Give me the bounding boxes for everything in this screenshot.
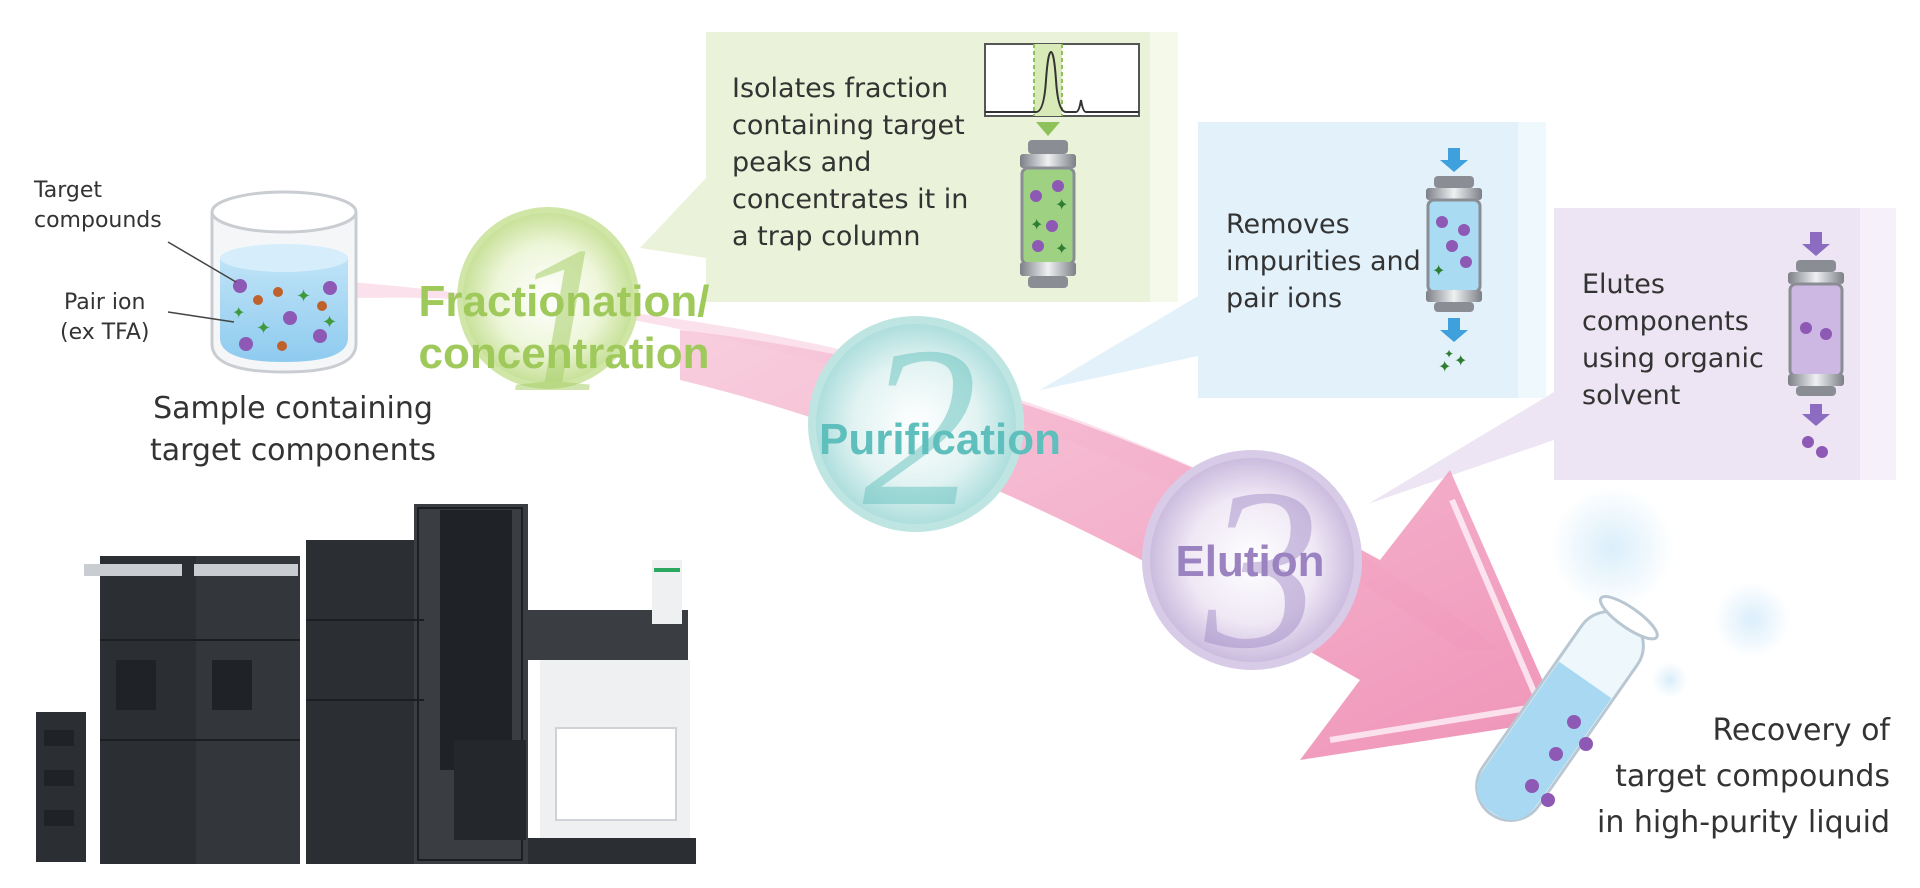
trap-column-green-icon: ✦ ✦ ✦ [1020, 140, 1076, 288]
svg-text:✦: ✦ [1055, 195, 1068, 214]
svg-text:✦: ✦ [1444, 347, 1454, 361]
sample-beaker-icon: ✦ ✦ ✦ ✦ [167, 190, 358, 374]
step-3-number: 3 [1204, 441, 1320, 696]
step-2-circle: 2 [808, 299, 1024, 554]
sample-caption: Sample containing target components [149, 391, 437, 468]
pair-ion-label: Pair ion (ex TFA) [60, 290, 150, 345]
step-3-title: Elution [1175, 537, 1325, 586]
svg-text:✦: ✦ [232, 303, 245, 322]
target-compounds-label: Target compounds [34, 178, 162, 233]
svg-text:✦: ✦ [1055, 239, 1068, 258]
svg-text:✦: ✦ [1030, 215, 1043, 234]
svg-text:✦: ✦ [296, 286, 311, 307]
svg-text:✦: ✦ [1454, 351, 1467, 370]
step-3-description: Elutes components using organic solvent [1582, 269, 1764, 411]
step-1-title: Fractionation/ concentration [418, 277, 710, 378]
step-1-circle: 1 [457, 204, 639, 436]
svg-text:✦: ✦ [1438, 357, 1451, 376]
step-1-description: Isolates fraction containing target peak… [732, 73, 969, 252]
recovery-caption: Recovery of target compounds in high-pur… [1597, 713, 1890, 840]
step-1-number: 1 [508, 204, 613, 436]
chromatogram-icon [984, 43, 1140, 136]
trap-column-purple-icon [1788, 232, 1844, 458]
step-2-description: Removes impurities and pair ions [1226, 209, 1421, 314]
svg-text:✦: ✦ [256, 318, 271, 339]
recovery-tube-icon [1475, 486, 1790, 822]
step-2-title: Purification [818, 415, 1062, 464]
svg-text:✦: ✦ [1432, 261, 1445, 280]
elution-panel [1368, 208, 1896, 504]
trap-column-blue-icon: ✦ ✦ ✦ ✦ [1426, 148, 1482, 376]
step-3-circle: 3 [1142, 441, 1362, 696]
step-2-number: 2 [863, 299, 978, 554]
svg-text:✦: ✦ [322, 312, 337, 333]
hplc-instrument-image [36, 504, 696, 864]
